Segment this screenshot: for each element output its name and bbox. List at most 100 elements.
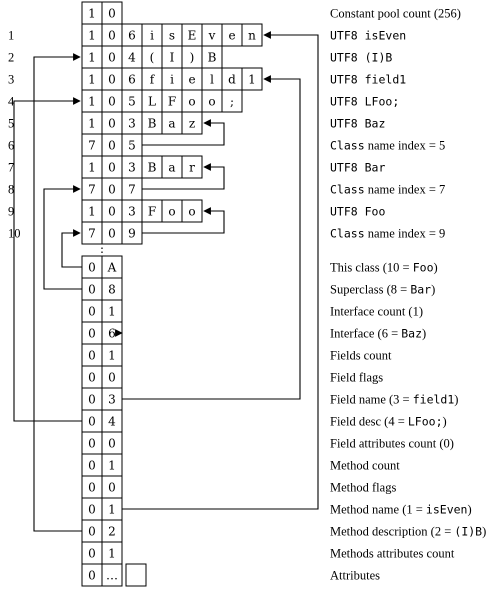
pool-entry-cell-box: [221, 89, 243, 113]
pool-entry-label: UTF8 field1: [330, 73, 406, 87]
pool-entry-label: UTF8 Baz: [330, 117, 385, 131]
class-entry-cell: 1: [108, 349, 116, 363]
pool-entry-cell: 5: [128, 139, 136, 153]
pool-entry-cell: 1: [88, 29, 96, 43]
class-entry-cell: 0: [88, 459, 96, 473]
pool-entry-cell: 6: [128, 29, 136, 43]
class-entry-cell: 0: [88, 547, 96, 561]
pool-entry-cell: i: [150, 29, 154, 43]
class-entry-cell: 0: [88, 371, 96, 385]
class-entry-label: Interface count (1): [330, 305, 423, 319]
class-entry-cell: 0: [88, 437, 96, 451]
pool-entry-cell: 3: [128, 161, 136, 175]
pool-entry-cell: (: [150, 51, 155, 65]
pool-index: 8: [8, 183, 14, 197]
pool-entry-cell: o: [208, 95, 215, 109]
class-entry-label: Method description (2 = (I)B): [330, 525, 486, 539]
class-entry-label: Method name (1 = isEven): [330, 503, 472, 517]
pool-entry-cell: 0: [108, 29, 116, 43]
pool-entry-cell: 7: [88, 139, 96, 153]
pool-index: 6: [8, 139, 14, 153]
pool-entry-cell: o: [168, 205, 175, 219]
pool-entry-cell: 1: [88, 117, 96, 131]
pool-entry-cell: n: [248, 29, 256, 43]
method-name-arrow: [122, 31, 319, 510]
pool-entry-label: UTF8 Foo: [330, 205, 385, 219]
pool-entry-cell: 0: [108, 117, 116, 131]
reference-arrows: [13, 31, 319, 532]
class-entry-cell-box: [101, 563, 123, 587]
class-entry-label: Method flags: [330, 481, 396, 495]
pool-entry-cell: 1: [88, 95, 96, 109]
class-entry-label: Field attributes count (0): [330, 437, 454, 451]
constant-pool-count-label: Constant pool count (256): [330, 7, 461, 21]
pool-entry-cell: 4: [128, 51, 136, 65]
class-entry-cell: …: [106, 569, 118, 583]
pool-entry-label: Class name index = 7: [330, 183, 445, 197]
pool-entry-cell: i: [170, 73, 174, 87]
pool-count-cell: 0: [108, 7, 116, 21]
pool-count-cell: 1: [88, 7, 96, 21]
pool-entry-cell: 0: [108, 95, 116, 109]
pool-index: 9: [8, 205, 14, 219]
class-entry-cell: 0: [88, 327, 96, 341]
pool-index: 4: [8, 95, 15, 109]
pool-entry-cell: 3: [128, 117, 136, 131]
pool-entry-cell: e: [228, 29, 235, 43]
class-entry-cell: 0: [88, 349, 96, 363]
pool-entry-cell: I: [170, 51, 175, 65]
pool-entry-label: UTF8 (I)B: [330, 51, 392, 65]
class-to-utf8-arrow: [142, 119, 225, 146]
pool-entry-cell: B: [208, 51, 217, 65]
class-entry-cell: 8: [108, 283, 116, 297]
pool-entry-cell-box: [241, 23, 263, 47]
pool-entry-cell: 7: [88, 227, 96, 241]
pool-index: 1: [8, 29, 14, 43]
class-entry-cell: 0: [88, 305, 96, 319]
class-entry-label: Field name (3 = field1): [330, 393, 458, 407]
pool-entry-cell: l: [210, 73, 214, 87]
class-entry-cell: 0: [88, 393, 96, 407]
pool-entry-cell: 1: [248, 73, 256, 87]
class-entry-cell: 2: [108, 525, 116, 539]
pool-entry-cell: v: [208, 29, 216, 43]
this-class-arrow: [61, 229, 82, 268]
pool-entry-cell: a: [168, 161, 175, 175]
pool-entry-label: Class name index = 5: [330, 139, 445, 153]
pool-entry-cell: r: [189, 161, 195, 175]
pool-entry-cell: F: [148, 205, 156, 219]
class-entry-cell: 0: [108, 371, 116, 385]
pool-entry-cell: a: [168, 117, 175, 131]
pool-index: 2: [8, 51, 14, 65]
class-entry-label: Attributes: [330, 569, 380, 583]
pool-entry-cell: 0: [108, 183, 116, 197]
class-entry-cell: 0: [88, 481, 96, 495]
attributes-empty-box: [125, 563, 147, 587]
pool-entry-cell: 7: [128, 183, 136, 197]
field-name-arrow: [122, 75, 301, 400]
method-desc-arrow: [33, 53, 82, 532]
class-entry-label: Method count: [330, 459, 400, 473]
class-entry-label: Field desc (4 = LFoo;): [330, 415, 447, 429]
class-entry-cell: A: [107, 261, 117, 275]
class-entry-cell: 1: [108, 547, 116, 561]
pool-entry-cell: 7: [88, 183, 96, 197]
pool-entry-cell: f: [150, 73, 156, 87]
pool-entry-cell: 1: [88, 51, 96, 65]
class-entry-label: Methods attributes count: [330, 547, 455, 561]
pool-entry-cell: 0: [108, 161, 116, 175]
class-to-utf8-arrow: [142, 163, 225, 190]
pool-entry-cell: o: [188, 205, 195, 219]
pool-index: 5: [8, 117, 14, 131]
pool-entry-cell: L: [148, 95, 156, 109]
class-entry-cell: 0: [88, 569, 96, 583]
class-entry-cell: 1: [108, 459, 116, 473]
pool-entry-cell: B: [148, 161, 157, 175]
pool-entry-label: UTF8 Bar: [330, 161, 385, 175]
pool-entry-cell-box: [181, 199, 203, 223]
pool-entry-cell: B: [148, 117, 157, 131]
